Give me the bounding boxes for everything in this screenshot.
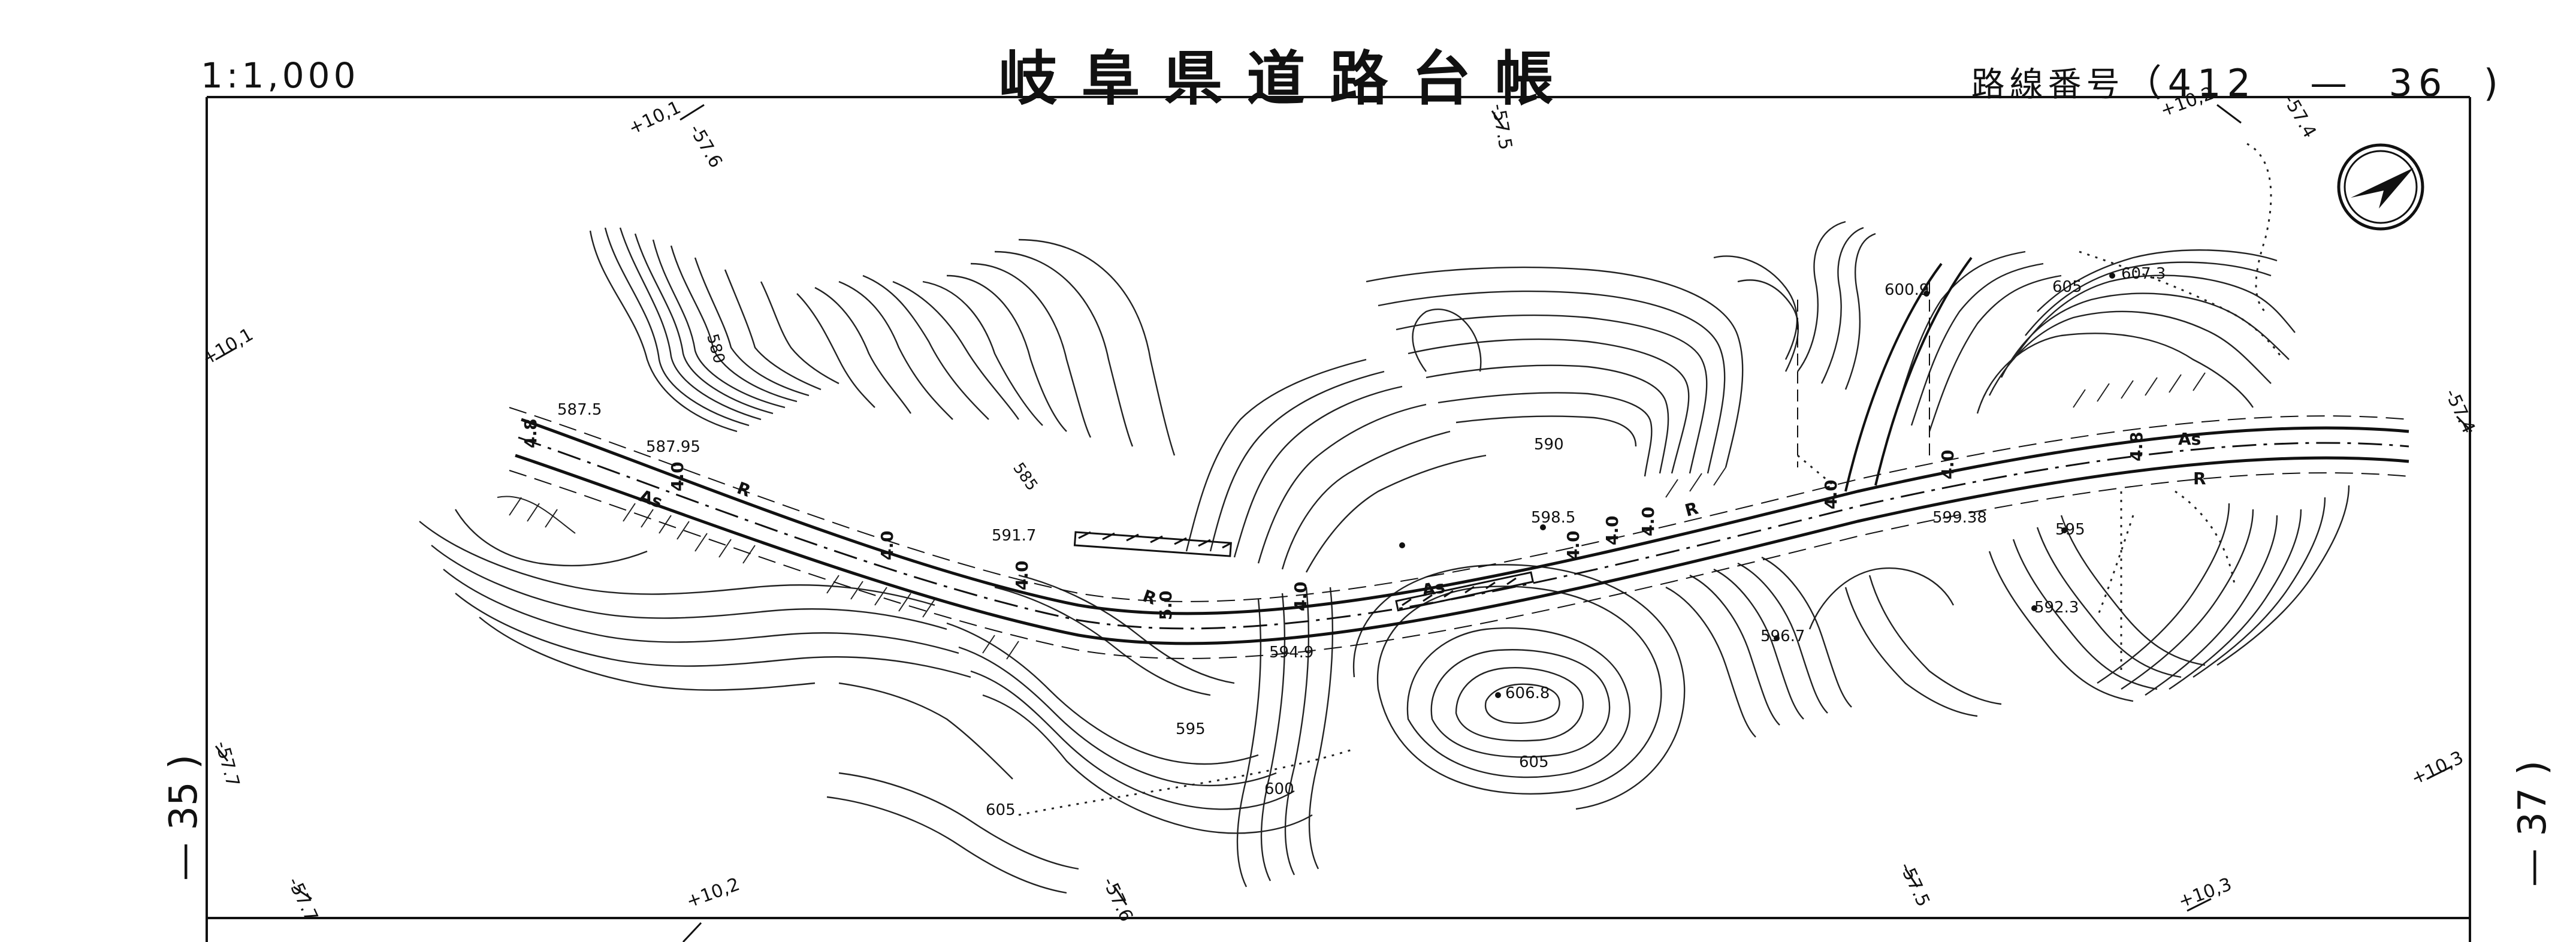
grid-label-top-1: +10,1 [626, 97, 684, 140]
contour-lines-south [419, 485, 2350, 894]
elevation-label: 605 [986, 801, 1016, 819]
surface-label: As [1420, 577, 1446, 600]
elevation-label: 587.95 [646, 438, 700, 456]
grid-label-top-4: +10,2 [2158, 83, 2216, 121]
road-width-label: 4.0 [668, 461, 687, 491]
road-width-label: 4.0 [1821, 479, 1841, 509]
elevation-label: 587.5 [557, 401, 602, 419]
elevation-label: 580 [703, 332, 728, 366]
spot-elevation-points [1399, 273, 2115, 698]
grid-label-right-2: +10,3 [2408, 747, 2467, 790]
slope-hatching [497, 372, 2206, 660]
road-width-label: 4.0 [877, 530, 897, 560]
north-arrow-icon [2337, 143, 2424, 231]
grid-label-top-3: -57.5 [1487, 102, 1516, 152]
grid-coordinate-labels: +10,1 -57.6 -57.5 +10,2 -57.4 +10,1 -57.… [199, 83, 2480, 925]
elevation-label: 600 [1264, 780, 1294, 798]
elevation-label: 592.3 [2034, 599, 2079, 617]
elevation-label: 591.7 [992, 527, 1036, 545]
retaining-label: R [735, 478, 754, 501]
road-width-label: 4.0 [1638, 506, 1658, 536]
grid-label-top-2: -57.6 [685, 121, 726, 172]
road-width-label: 4.8 [521, 418, 540, 448]
elevation-label: 600.9 [1885, 281, 1929, 299]
road-labels: 4.8 4.0 4.0 4.0 5.0 4.0 4.0 4.0 4.0 4.0 … [521, 418, 2206, 620]
road-width-label: 4.0 [1291, 581, 1310, 611]
elevation-label: 595 [1176, 720, 1206, 738]
grid-label-bottom-2: +10,2 [684, 874, 742, 912]
elevation-label: 598.5 [1531, 509, 1575, 527]
map-frame [206, 96, 2471, 942]
dotted-boundaries [1018, 143, 2284, 816]
elevation-labels: 580 587.5 587.95 585 591.7 590 600.9 605… [557, 265, 2166, 819]
elevation-label: 596.7 [1760, 627, 1805, 645]
contour-lines-north [589, 221, 2296, 573]
road-width-label: 5.0 [1156, 590, 1176, 620]
road-alignment [509, 256, 2409, 659]
road-width-label: 4.0 [1012, 560, 1032, 590]
elevation-label: 590 [1534, 436, 1564, 454]
retaining-walls [1073, 531, 1535, 612]
grid-label-top-5: -57.4 [2279, 91, 2320, 142]
grid-ticks [215, 104, 2473, 942]
elevation-label: 605 [1519, 753, 1549, 771]
elevation-label: 585 [1009, 460, 1041, 494]
elevation-label: 607.3 [2121, 265, 2166, 283]
grid-label-bottom-4: -57.5 [1895, 859, 1934, 910]
map-scale: 1:1,000 [201, 55, 360, 96]
elevation-label: 599.38 [1932, 509, 1987, 527]
surface-label: As [2178, 429, 2201, 449]
map-title: 岐阜県道路台帳 [998, 45, 1578, 113]
retaining-label: R [2193, 469, 2206, 488]
grid-label-bottom-5: +10,3 [2176, 874, 2234, 912]
surface-label: As [637, 486, 665, 512]
retaining-label: R [1683, 498, 1700, 520]
road-width-label: 4.0 [1563, 530, 1583, 560]
grid-label-left-2: -57.7 [211, 739, 243, 789]
elevation-label: 605 [2052, 278, 2082, 296]
elevation-label: 594.9 [1269, 644, 1313, 662]
elevation-label: 606.8 [1505, 684, 1550, 702]
grid-label-right-1: -57.4 [2441, 386, 2480, 437]
road-width-label: 4.8 [2127, 431, 2146, 461]
road-width-label: 4.0 [1938, 449, 1958, 479]
elevation-label: 595 [2055, 521, 2085, 539]
road-width-label: 4.0 [1602, 515, 1622, 545]
